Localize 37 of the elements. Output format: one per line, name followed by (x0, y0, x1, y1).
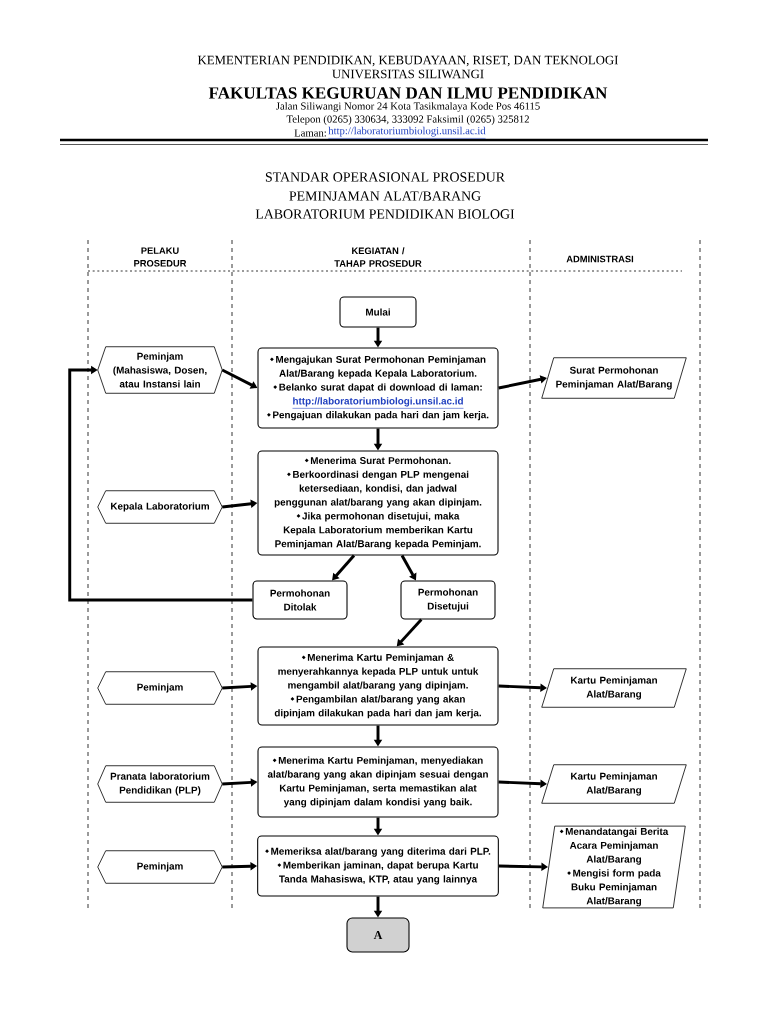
terminal-box: Mulai (339, 296, 417, 328)
process-box: Memeriksa alat/barang yang diterima dari PLP. Memberikan jaminan, dapat berupa Kartu Tanda Mahasiswa, KTP, atau yang lainnya (257, 835, 499, 897)
terminal-box: Permohonan Ditolak (252, 580, 348, 620)
title-text: PEMINJAMAN ALAT/BARANG (289, 191, 481, 201)
process-box: Menerima Kartu Peminjaman, menyediakan alat/barang yang akan dipinjam sesuai dengan Kartu Peminjaman, serta memastikan alat yang dipinjam dalam kondisi yang baik. (257, 746, 499, 818)
header-text: UNIVERSITAS SILIWANGI (332, 69, 484, 79)
column-heading: PELAKU PROSEDUR (134, 247, 187, 267)
document-parallelogram: Surat Permohonan Peminjaman Alat/Barang (541, 357, 687, 399)
actor-hexagon: Peminjam (97, 850, 223, 884)
process-box: Menerima Kartu Peminjaman & menyerahkannya kepada PLP untuk untuk mengambil alat/barang yang dipinjam. Pengambilan alat/barang yang akan dipinjam dilakukan pada hari dan jam kerja. (257, 646, 499, 726)
header-text: Jalan Siliwangi Nomor 24 Kota Tasikmalaya Kode Pos 46115 (276, 102, 540, 112)
header-text: FAKULTAS KEGURUAN DAN ILMU PENDIDIKAN (208, 87, 608, 99)
actor-hexagon: Pranata laboratorium Pendidikan (PLP) (97, 765, 223, 803)
title-text: LABORATORIUM PENDIDIKAN BIOLOGI (255, 209, 515, 219)
title-text: ADMINISTRASI (566, 255, 634, 263)
arrow (396, 618, 423, 647)
title-text: STANDAR OPERASIONAL PROSEDUR (265, 172, 505, 182)
header-text: Laman: (294, 129, 326, 137)
document-parallelogram: Menandatangai Berita Acara Peminjaman Alat/Barang Mengisi form pada Buku Peminjaman Alat/Barang (542, 825, 686, 909)
arrow (332, 554, 356, 581)
arrow (498, 779, 547, 788)
process-box: Mengajukan Surat Permohonan Peminjaman Alat/Barang kepada Kepala Laboratorium. Belanko surat dapat di download di laman: http://laboratoriumbiologi.unsil.ac.id Pengajuan dilakukan pada hari dan jam kerja. (257, 347, 499, 429)
connector-box: A (346, 917, 410, 953)
arrow (498, 683, 547, 692)
arrow (498, 375, 547, 390)
document-parallelogram: Kartu Peminjaman Alat/Barang (541, 764, 687, 804)
actor-hexagon: Peminjam (Mahasiswa, Dosen, atau Instansi lain (97, 346, 223, 394)
terminal-box: Permohonan Disetujui (400, 580, 496, 620)
web-link: http://laboratoriumbiologi.unsil.ac.id (328, 126, 486, 139)
column-heading: KEGIATAN / TAHAP PROSEDUR (334, 247, 422, 267)
document-parallelogram: Kartu Peminjaman Alat/Barang (541, 668, 687, 708)
header-text: Telepon (0265) 330634, 333092 Faksimil (0265) 325812 (286, 115, 529, 125)
actor-hexagon: Peminjam (97, 671, 223, 705)
process-box: Menerima Surat Permohonan. Berkoordinasi dengan PLP mengenai ketersediaan, kondisi, dan jadwal penggunan alat/barang yang akan dipinjam. Jika permohonan disetujui, maka Kepala Laboratorium memberikan Kartu Peminjaman Alat/Barang kepada Peminjam. (257, 450, 499, 556)
actor-hexagon: Kepala Laboratorium (97, 490, 223, 524)
arrow (68, 365, 253, 602)
header-text: KEMENTERIAN PENDIDIKAN, KEBUDAYAAN, RISET, DAN TEKNOLOGI (197, 55, 618, 67)
